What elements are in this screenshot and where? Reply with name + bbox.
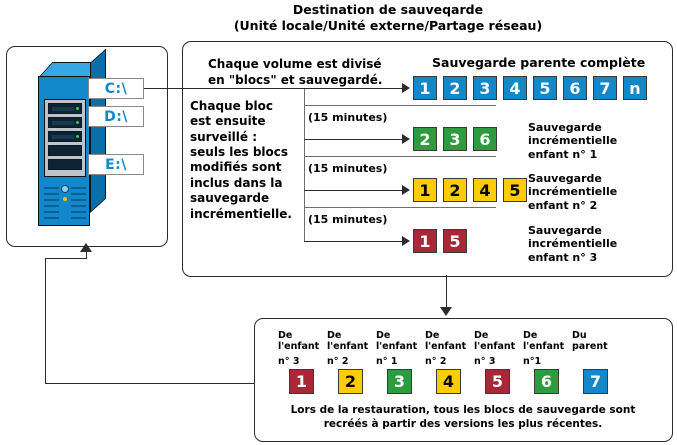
arrow-line-child-3	[304, 241, 402, 242]
parent-backup-label: Sauvegarde parente complète	[432, 55, 646, 70]
restored-block-chip: 7	[583, 369, 608, 394]
restored-block-chip: 1	[289, 369, 314, 394]
branch-separator	[304, 105, 496, 106]
drive-label-d[interactable]: D:\	[88, 106, 144, 127]
restore-source-number: n° 2	[425, 356, 447, 367]
block-chip: 1	[413, 178, 437, 202]
block-chip: 1	[413, 76, 437, 100]
tower-drive-bezel	[44, 99, 86, 177]
drive-bay	[48, 159, 82, 170]
block-chip: 2	[443, 76, 467, 100]
restore-source-number: n° 1	[376, 356, 398, 367]
tower-front-face	[38, 76, 90, 226]
return-line-bottom	[45, 383, 255, 384]
restore-caption: Lors de la restauration, tous les blocs …	[290, 404, 636, 431]
connector-destination-to-restore	[446, 275, 447, 309]
block-chip: 5	[503, 178, 527, 202]
title-line-2: (Unité locale/Unité externe/Partage rése…	[233, 17, 543, 33]
status-led-icon	[63, 197, 67, 201]
arrow-line-child-1	[304, 139, 402, 140]
drive-bay	[48, 145, 82, 156]
title-line-1: Destination de sauveqarde	[292, 2, 484, 17]
restored-block-chip: 4	[436, 369, 461, 394]
block-chip: 5	[533, 76, 557, 100]
block-chip: 5	[443, 229, 467, 253]
power-button-icon	[61, 185, 69, 193]
branch-separator	[304, 207, 496, 208]
block-chip: 3	[473, 76, 497, 100]
arrow-line-child-2	[304, 190, 402, 191]
block-chip: 2	[413, 127, 437, 151]
branch-trunk-line	[304, 88, 305, 242]
arrow-head-child-3	[402, 236, 410, 246]
restore-source-number: n° 3	[474, 356, 496, 367]
drive-label-e[interactable]: E:\	[88, 154, 144, 175]
block-chip: 6	[473, 127, 497, 151]
return-line-top	[45, 258, 87, 259]
arrow-line-parent	[304, 88, 402, 89]
block-chip: 1	[413, 229, 437, 253]
block-chip: 2	[443, 178, 467, 202]
tower-side-face	[90, 48, 106, 213]
branch-separator	[304, 156, 496, 157]
block-chip: n	[623, 76, 647, 100]
block-chip: 4	[503, 76, 527, 100]
block-chip: 6	[563, 76, 587, 100]
restore-source-number: n°1	[523, 356, 542, 367]
restored-block-chip: 2	[338, 369, 363, 394]
block-chip: 7	[593, 76, 617, 100]
block-chip: 4	[473, 178, 497, 202]
drive-bay	[48, 103, 82, 114]
drive-bay	[48, 117, 82, 128]
drive-bay	[48, 131, 82, 142]
arrow-head-child-1	[402, 134, 410, 144]
page-title: Destination de sauveqarde(Unité locale/U…	[178, 2, 598, 33]
restored-block-chip: 6	[534, 369, 559, 394]
restore-source-number: n° 3	[278, 356, 300, 367]
restored-block-chip: 5	[485, 369, 510, 394]
arrow-head-to-server	[80, 243, 92, 252]
arrow-head-parent	[402, 83, 410, 93]
server-tower-icon	[38, 48, 108, 227]
interval-label-3: (15 minutes)	[308, 213, 388, 226]
interval-label-1: (15 minutes)	[308, 111, 388, 124]
connector-source-to-destination	[144, 88, 308, 89]
arrow-head-restore	[440, 307, 452, 316]
restore-source-number: n° 2	[327, 356, 349, 367]
restored-block-chip: 3	[387, 369, 412, 394]
interval-label-2: (15 minutes)	[308, 162, 388, 175]
return-line-to-server	[86, 252, 87, 259]
arrow-head-child-2	[402, 185, 410, 195]
block-chip: 3	[443, 127, 467, 151]
drive-label-c[interactable]: C:\	[88, 78, 144, 99]
return-line-vertical	[45, 258, 46, 384]
